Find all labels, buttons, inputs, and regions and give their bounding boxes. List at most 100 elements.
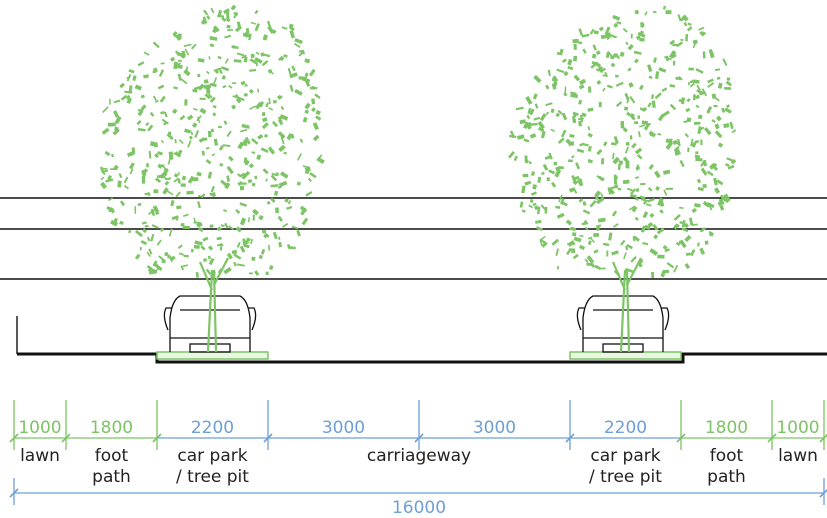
leaf-shape [578,178,584,187]
segment-label: car park [177,446,247,466]
leaf-shape [304,102,311,110]
tree-icon [507,5,737,353]
leaf-shape [537,176,542,183]
leaf-shape [725,80,732,87]
leaf-shape [254,175,258,180]
leaf-shape [685,107,691,113]
leaf-shape [113,164,119,171]
leaf-shape [191,248,194,253]
leaf-shape [537,120,545,130]
leaf-shape [220,224,225,228]
leaf-shape [209,36,218,41]
leaf-shape [622,156,630,164]
leaf-shape [311,107,316,113]
leaf-shape [293,42,301,49]
leaf-shape [202,258,208,262]
leaf-shape [612,14,621,21]
leaf-shape [622,27,628,33]
leaf-shape [304,76,307,83]
leaf-shape [250,21,257,25]
leaf-shape [171,215,179,221]
leaf-shape [593,249,599,254]
leaf-shape [107,197,113,202]
leaf-shape [723,123,730,129]
leaf-shape [613,136,619,145]
leaf-shape [596,197,605,205]
leaf-shape [291,65,296,72]
leaf-shape [275,172,279,176]
leaf-shape [239,185,245,191]
leaf-shape [535,219,542,224]
leaf-shape [241,123,250,129]
leaf-shape [731,129,737,134]
leaf-shape [548,169,556,175]
leaf-shape [243,56,248,63]
leaf-shape [193,221,200,224]
leaf-shape [289,30,296,39]
leaf-shape [265,271,269,276]
segment-label: foot [95,446,129,466]
segment-dimension-label: 2200 [191,418,234,438]
leaf-shape [200,245,206,251]
leaf-shape [655,71,660,79]
leaf-shape [568,159,573,163]
leaf-shape [675,241,681,247]
leaf-shape [243,144,248,146]
leaf-shape [725,163,730,167]
leaf-shape [236,52,245,57]
leaf-shape [613,53,618,56]
leaf-shape [277,131,286,139]
leaf-shape [184,99,188,106]
leaf-shape [218,69,223,75]
leaf-shape [192,122,198,128]
leaf-shape [532,202,537,206]
leaf-shape [702,184,707,188]
leaf-shape [249,105,256,110]
leaf-shape [530,122,538,126]
leaf-shape [678,99,685,103]
leaf-shape [135,229,143,238]
leaf-shape [280,171,289,179]
leaf-shape [228,155,234,162]
leaf-shape [700,126,705,131]
leaf-shape [126,73,132,82]
leaf-shape [278,180,288,188]
leaf-shape [160,139,165,144]
leaf-shape [147,124,154,132]
leaf-shape [639,38,645,42]
leaf-shape [254,270,260,276]
leaf-shape [573,55,578,62]
leaf-shape [128,162,135,170]
leaf-shape [209,96,216,103]
leaf-shape [198,227,204,233]
leaf-shape [174,50,180,57]
leaf-shape [279,55,285,62]
leaf-shape [724,86,732,90]
leaf-shape [204,93,211,100]
leaf-shape [154,99,159,103]
leaf-shape [143,74,149,79]
leaf-shape [172,31,178,37]
leaf-shape [235,25,243,33]
leaf-shape [240,128,248,133]
leaf-shape [707,203,713,211]
leaf-shape [519,201,524,208]
leaf-shape [623,106,629,111]
leaf-shape [586,255,595,264]
leaf-shape [640,23,645,28]
leaf-shape [618,160,623,166]
leaf-shape [523,121,530,130]
leaf-shape [613,174,619,180]
leaf-shape [699,226,706,233]
leaf-shape [126,97,132,104]
leaf-shape [596,148,603,156]
leaf-shape [308,68,316,77]
leaf-shape [662,5,667,10]
leaf-shape [167,254,170,259]
leaf-shape [632,236,636,242]
leaf-shape [146,265,153,270]
leaf-shape [633,58,639,64]
leaf-shape [232,45,239,50]
leaf-shape [697,186,704,192]
leaf-shape [607,187,612,195]
